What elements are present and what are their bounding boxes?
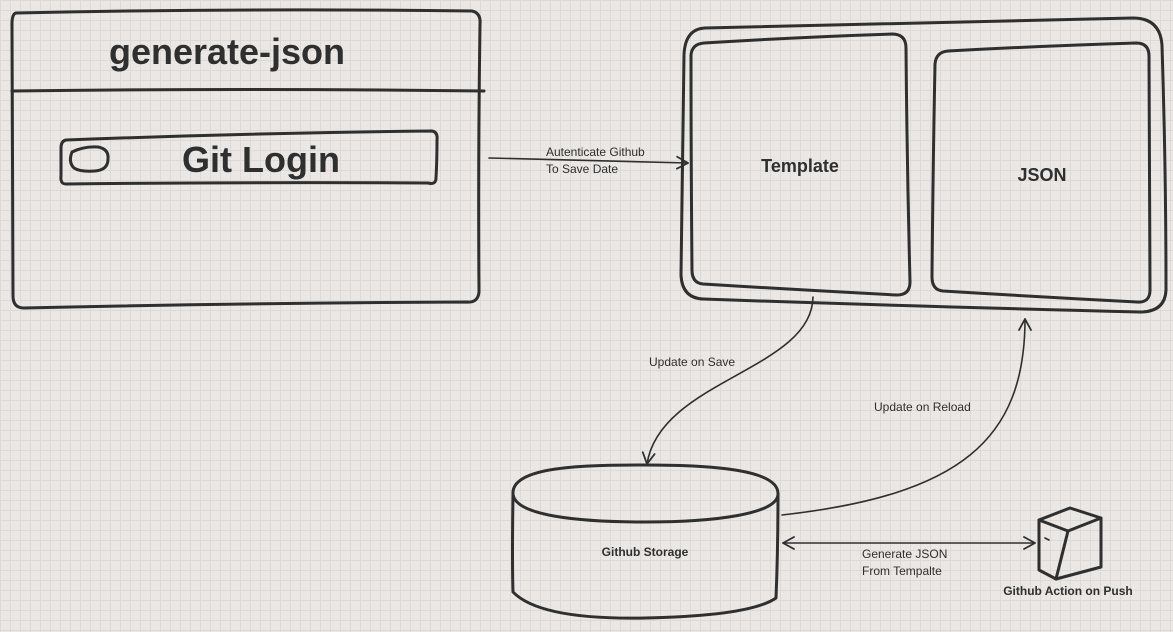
github-storage: Github Storage [511,463,780,620]
github-action-label: Github Action on Push [1003,584,1133,598]
app-title: generate-json [109,31,345,72]
generate-json-arrow: Generate JSON From Tempalte [782,536,1036,578]
update-on-save-arrow: Update on Save [641,296,814,465]
template-label: Template [761,156,839,176]
generate-label-line2: From Tempalte [862,564,942,578]
json-panel[interactable]: JSON [930,41,1152,304]
git-login-button[interactable]: Git Login [59,129,439,186]
update-on-reload-arrow: Update on Reload [781,318,1032,516]
template-panel[interactable]: Template [689,32,912,297]
generate-label-line1: Generate JSON [862,547,947,561]
github-storage-label: Github Storage [602,545,689,559]
box-icon [1037,506,1103,581]
json-label: JSON [1017,165,1066,185]
github-action: Github Action on Push [1003,506,1133,598]
authenticate-arrow: Autenticate Github To Save Date [488,145,689,176]
auth-label-line1: Autenticate Github [546,145,645,159]
update-on-save-label: Update on Save [649,355,735,369]
git-login-label: Git Login [182,139,340,180]
app-card: generate-json [10,8,486,310]
editor-frame [679,16,1168,314]
github-logo-icon [68,145,110,173]
auth-label-line2: To Save Date [546,162,618,176]
update-on-reload-label: Update on Reload [874,400,971,414]
